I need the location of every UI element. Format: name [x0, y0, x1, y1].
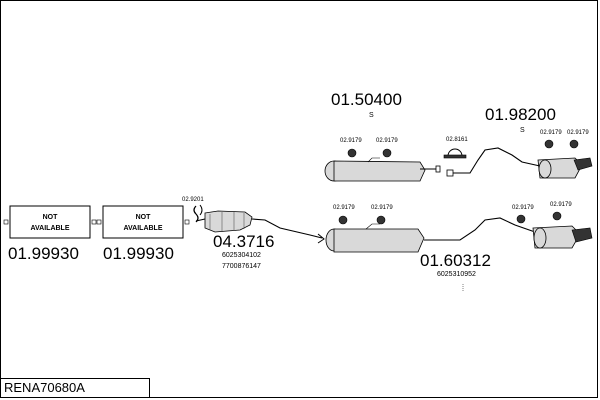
clamp-upper-mid-2[interactable]: 02.9179 [376, 138, 398, 158]
svg-text:02.9179: 02.9179 [512, 205, 534, 211]
lower-rear-number: 01.60312 [420, 251, 491, 270]
clamp-lower-rear-2[interactable]: 02.9179 [550, 202, 572, 221]
lower-rear-silencer[interactable] [424, 217, 593, 249]
clamp-upper-mid-3[interactable]: 02.8161 [443, 137, 468, 159]
cat-number: 04.3716 [213, 232, 274, 251]
cat-oem-2: 7700876147 [222, 263, 261, 270]
svg-text:02.9179: 02.9179 [550, 202, 572, 208]
lower-rear-oem: 6025310952 [437, 271, 476, 278]
reference-code: RENA70680A [0, 378, 150, 398]
not-available-box-2[interactable]: NOT AVAILABLE [96, 205, 190, 239]
catalytic-converter[interactable] [195, 210, 325, 244]
box1-line2: AVAILABLE [30, 225, 69, 232]
not-available-box-1[interactable]: NOT AVAILABLE [3, 205, 97, 239]
upper-mid-number: 01.50400 [331, 90, 402, 109]
clamp-lower-mid-1[interactable]: 02.9179 [333, 205, 355, 225]
svg-text:02.9179: 02.9179 [340, 138, 362, 144]
clamp-lower-rear-1[interactable]: 02.9179 [512, 205, 534, 224]
clamp-upper-mid-1[interactable]: 02.9179 [340, 138, 362, 158]
box1-line1: NOT [43, 214, 59, 221]
upper-middle-silencer[interactable] [324, 157, 441, 182]
clamp-label-cat: 02.9201 [182, 197, 204, 203]
clamp-upper-rear-2[interactable]: 02.9179 [567, 130, 589, 149]
svg-text:02.9179: 02.9179 [567, 130, 589, 136]
svg-text:02.9179: 02.9179 [333, 205, 355, 211]
upper-rear-number: 01.98200 [485, 105, 556, 124]
upper-rear-mark: S [520, 127, 525, 134]
svg-text:02.9179: 02.9179 [540, 130, 562, 136]
svg-text:02.9179: 02.9179 [371, 205, 393, 211]
clamp-lower-mid-2[interactable]: 02.9179 [371, 205, 393, 225]
upper-rear-silencer[interactable] [446, 147, 593, 179]
box2-line2: AVAILABLE [123, 225, 162, 232]
svg-text:02.9179: 02.9179 [376, 138, 398, 144]
cat-oem-1: 6025304102 [222, 252, 261, 259]
svg-text:02.8161: 02.8161 [446, 137, 468, 143]
clamp-02-9201[interactable]: 02.9201 [182, 197, 204, 223]
lower-middle-silencer[interactable] [325, 223, 425, 253]
box2-number: 01.99930 [103, 244, 174, 263]
upper-mid-mark: S [369, 112, 374, 119]
box2-line1: NOT [136, 214, 152, 221]
clamp-upper-rear-1[interactable]: 02.9179 [540, 130, 562, 149]
box1-number: 01.99930 [8, 244, 79, 263]
